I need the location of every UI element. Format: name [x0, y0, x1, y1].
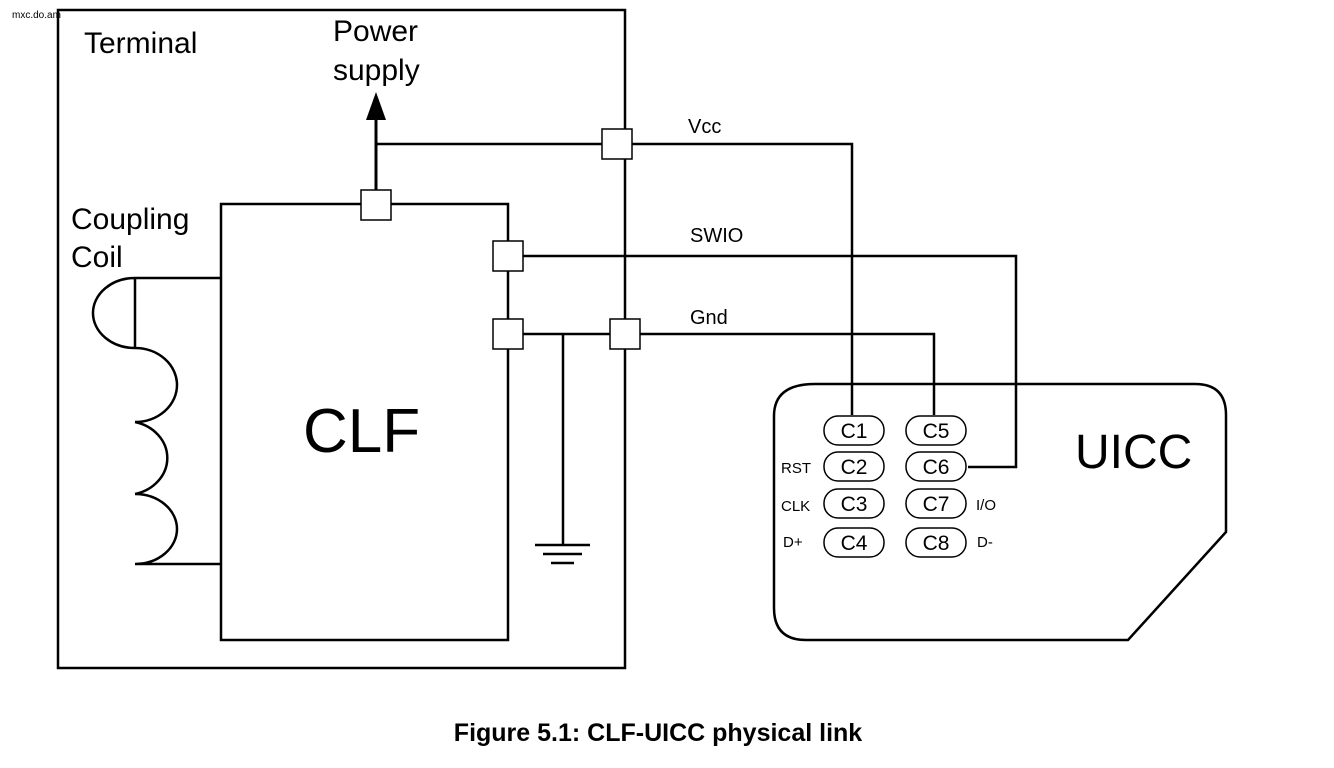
watermark: mxc.do.am — [12, 10, 61, 21]
clf-label: CLF — [303, 397, 420, 466]
contact-c2-label: C2 — [841, 456, 868, 479]
contact-c6 — [905, 451, 967, 482]
uicc-label: UICC — [1075, 426, 1192, 479]
power-supply-label-line2: supply — [333, 54, 420, 87]
terminal-box — [56, 8, 627, 670]
contact-c3 — [823, 488, 885, 519]
pin-label-rst: RST — [781, 460, 811, 477]
coil-label-line1: Coupling — [71, 203, 189, 236]
contact-c7-label: C7 — [923, 493, 950, 516]
figure-caption: Figure 5.1: CLF-UICC physical link — [454, 719, 862, 747]
coupling-coil — [91, 276, 221, 566]
contact-c6-label: C6 — [923, 456, 950, 479]
gnd-wire — [508, 332, 936, 415]
terminal-label: Terminal — [84, 27, 197, 60]
connector-clf-power — [360, 189, 392, 221]
contact-c8-label: C8 — [923, 532, 950, 555]
swio-label: SWIO — [690, 225, 743, 247]
contact-c4-label: C4 — [841, 532, 868, 555]
ground-icon — [535, 543, 590, 565]
contact-c4 — [823, 527, 885, 558]
contact-c2 — [823, 451, 885, 482]
connector-clf-swio — [492, 240, 524, 272]
contact-c5 — [905, 415, 967, 446]
pin-label-dminus: D- — [977, 534, 993, 551]
gnd-label: Gnd — [690, 307, 728, 329]
contact-c8 — [905, 527, 967, 558]
contact-c3-label: C3 — [841, 493, 868, 516]
uicc-card — [772, 382, 1228, 642]
contact-c1-label: C1 — [841, 420, 868, 443]
power-supply-label-line1: Power — [333, 15, 418, 48]
contact-c5-label: C5 — [923, 420, 950, 443]
uicc-contacts: C1 C2 C3 C4 C5 C6 C7 C8 — [823, 415, 967, 558]
vcc-wire — [374, 142, 854, 415]
coil-label-line2: Coil — [71, 241, 123, 274]
contact-c1 — [823, 415, 885, 446]
power-arrow-head — [366, 92, 386, 120]
pin-label-clk: CLK — [781, 498, 810, 515]
pin-label-io: I/O — [976, 497, 996, 514]
vcc-label: Vcc — [688, 116, 721, 138]
connector-terminal-vcc — [601, 128, 633, 160]
pin-label-dplus: D+ — [783, 534, 803, 551]
connector-terminal-gnd — [609, 318, 641, 350]
connector-clf-gnd — [492, 318, 524, 350]
swio-wire — [508, 254, 1018, 469]
contact-c7 — [905, 488, 967, 519]
